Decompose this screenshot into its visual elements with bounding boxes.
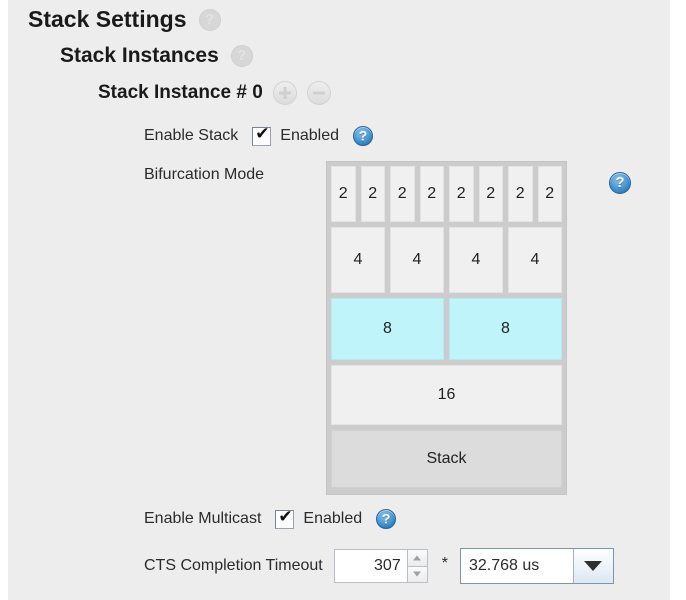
bifurcation-cell[interactable]: 4 bbox=[449, 227, 503, 293]
bifurcation-row-2[interactable]: 2 2 2 2 2 2 2 2 bbox=[331, 166, 562, 222]
enable-multicast-row: Enable Multicast ✔ Enabled ? bbox=[144, 507, 397, 529]
bifurcation-cell[interactable]: 16 bbox=[331, 365, 562, 425]
help-icon-enable-stack[interactable]: ? bbox=[353, 126, 373, 146]
enable-multicast-label: Enable Multicast bbox=[144, 510, 262, 527]
subsection-title-stack-instance-0: Stack Instance # 0 bbox=[98, 81, 331, 105]
section-title-text: Stack Instances bbox=[60, 44, 219, 67]
bifurcation-cell-stack[interactable]: Stack bbox=[331, 430, 562, 488]
bifurcation-mode-label: Bifurcation Mode bbox=[144, 166, 265, 183]
remove-instance-icon[interactable] bbox=[306, 81, 331, 105]
bifurcation-cell[interactable]: 2 bbox=[419, 166, 444, 222]
cts-completion-timeout-row: CTS Completion Timeout 307 * 32.768 us bbox=[144, 548, 614, 584]
stepper-down-icon[interactable] bbox=[406, 566, 428, 583]
enable-multicast-checkbox[interactable]: ✔ bbox=[275, 507, 295, 529]
bifurcation-cell[interactable]: 4 bbox=[508, 227, 562, 293]
bifurcation-row-8[interactable]: 8 8 bbox=[331, 298, 562, 360]
help-icon-stack-instances: ? bbox=[230, 45, 253, 67]
chevron-down-icon[interactable] bbox=[572, 549, 613, 583]
help-icon-enable-multicast[interactable]: ? bbox=[376, 509, 397, 529]
enable-multicast-checkbox-label: Enabled bbox=[303, 510, 363, 527]
page-title-text: Stack Settings bbox=[28, 6, 187, 32]
help-icon-bifurcation-mode[interactable]: ? bbox=[609, 172, 631, 194]
page-title: Stack Settings ? bbox=[28, 6, 221, 33]
enable-stack-label: Enable Stack bbox=[144, 127, 239, 144]
cts-completion-timeout-label: CTS Completion Timeout bbox=[144, 557, 323, 574]
bifurcation-cell[interactable]: 2 bbox=[449, 166, 474, 222]
cts-completion-timeout-stepper[interactable]: 307 bbox=[333, 549, 428, 583]
cts-timeout-unit-value: 32.768 us bbox=[460, 549, 573, 583]
bifurcation-row-16[interactable]: 16 bbox=[331, 365, 562, 425]
add-instance-icon[interactable] bbox=[272, 81, 297, 105]
bifurcation-mode-label-row: Bifurcation Mode bbox=[144, 166, 264, 184]
help-icon-stack-settings: ? bbox=[198, 8, 221, 31]
subsection-title-text: Stack Instance # 0 bbox=[98, 82, 263, 103]
section-title-stack-instances: Stack Instances ? bbox=[60, 44, 253, 68]
enable-stack-row: Enable Stack ✔ Enabled ? bbox=[144, 124, 373, 146]
bifurcation-cell[interactable]: 2 bbox=[360, 166, 385, 222]
bifurcation-cell[interactable]: 2 bbox=[508, 166, 533, 222]
multiplier-symbol: * bbox=[441, 555, 448, 572]
bifurcation-cell-selected[interactable]: 8 bbox=[331, 298, 444, 360]
bifurcation-cell[interactable]: 2 bbox=[478, 166, 503, 222]
bifurcation-help-row: ? bbox=[609, 172, 631, 194]
bifurcation-cell-selected[interactable]: 8 bbox=[449, 298, 562, 360]
bifurcation-row-stack[interactable]: Stack bbox=[331, 430, 562, 488]
bifurcation-mode-selector[interactable]: 2 2 2 2 2 2 2 2 4 4 4 4 8 8 16 Stack bbox=[326, 161, 567, 495]
bifurcation-cell[interactable]: 4 bbox=[390, 227, 444, 293]
enable-stack-checkbox[interactable]: ✔ bbox=[252, 124, 272, 146]
cts-completion-timeout-input[interactable]: 307 bbox=[333, 549, 407, 583]
bifurcation-cell[interactable]: 2 bbox=[331, 166, 356, 222]
cts-completion-timeout-stepper-buttons[interactable] bbox=[406, 549, 428, 583]
cts-timeout-unit-dropdown[interactable]: 32.768 us bbox=[459, 548, 614, 584]
bifurcation-cell[interactable]: 2 bbox=[537, 166, 562, 222]
bifurcation-cell[interactable]: 2 bbox=[390, 166, 415, 222]
settings-panel: Stack Settings ? Stack Instances ? Stack… bbox=[8, 0, 670, 600]
bifurcation-cell[interactable]: 4 bbox=[331, 227, 385, 293]
stepper-up-icon[interactable] bbox=[406, 549, 428, 567]
enable-stack-checkbox-label: Enabled bbox=[280, 127, 339, 144]
bifurcation-row-4[interactable]: 4 4 4 4 bbox=[331, 227, 562, 293]
